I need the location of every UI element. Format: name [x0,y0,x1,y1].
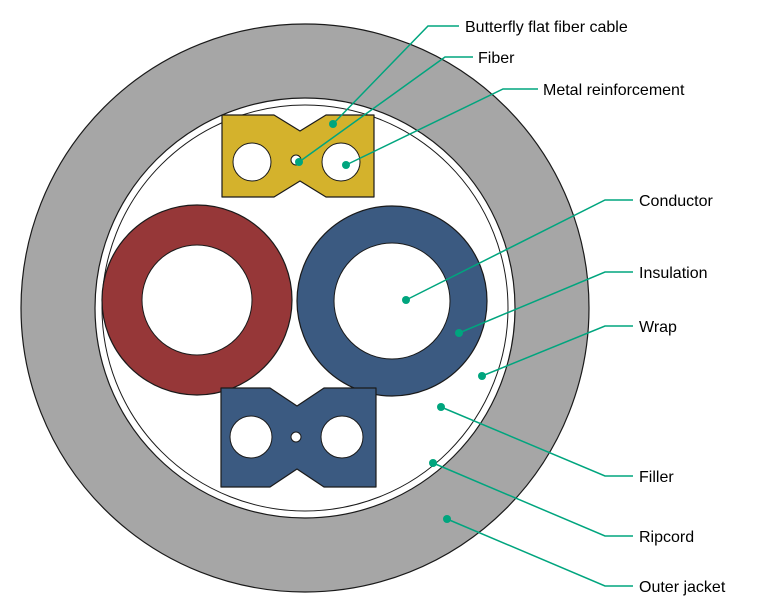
label-metal-reinforcement: Metal reinforcement [543,82,685,99]
dot-outer-jacket [443,515,451,523]
leader-ripcord [432,462,633,537]
dot-butterfly-cable [329,120,337,128]
label-insulation: Insulation [639,265,708,282]
label-outer-jacket: Outer jacket [639,579,726,596]
leader-outer-jacket [446,518,633,587]
leader-butterfly-cable [332,25,459,125]
dot-fiber [295,158,303,166]
dot-metal-reinforcement [342,161,350,169]
dot-conductor [402,296,410,304]
leader-insulation [458,271,633,334]
dot-filler [437,403,445,411]
leader-wrap [481,325,633,377]
red-conductor [141,244,253,356]
blue-metal-reinforcement-right [320,415,364,459]
blue-conductor [333,242,451,360]
label-ripcord: Ripcord [639,529,694,546]
leader-conductor [405,199,633,301]
label-wrap: Wrap [639,319,677,336]
leader-fiber [298,56,473,163]
label-conductor: Conductor [639,193,713,210]
dot-insulation [455,329,463,337]
label-butterfly-cable: Butterfly flat fiber cable [465,19,628,36]
label-fiber: Fiber [478,50,515,67]
label-filler: Filler [639,469,674,486]
blue-fiber [290,431,302,443]
leader-metal-reinforcement [345,88,538,166]
dot-wrap [478,372,486,380]
blue-metal-reinforcement-left [229,415,273,459]
yellow-metal-reinforcement-right [321,142,361,182]
yellow-metal-reinforcement-left [232,142,272,182]
dot-ripcord [429,459,437,467]
leader-filler [440,406,633,477]
